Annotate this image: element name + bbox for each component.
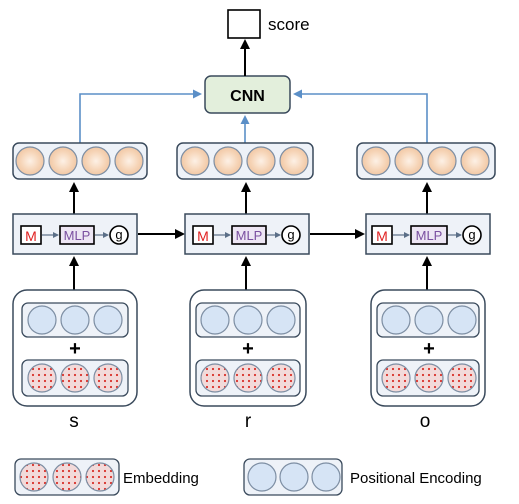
embedding-circle [93,363,123,393]
column-label: s [69,411,79,432]
legend-embedding-circle [85,462,115,492]
plus-sign: + [69,338,81,360]
embedding-circle [233,363,263,393]
m-label: M [376,228,388,244]
score-label: score [268,15,310,34]
legend-positional-circle [247,462,277,492]
embedding-circle [27,363,57,393]
column-label: o [420,411,431,432]
mlp-box [59,225,95,245]
column-o: M MLP g + o [356,142,496,432]
output-circle [394,146,424,176]
cnn-box [204,75,291,114]
left-to-cnn-arrow [79,89,202,143]
mlp-box [231,225,267,245]
legend-positional-label: Positional Encoding [350,470,482,487]
positional-circle [414,305,444,335]
m-box [371,225,393,245]
positional-circle [233,305,263,335]
legend-embedding-circle [52,462,82,492]
positional-circle [93,305,123,335]
g-circle [281,225,301,245]
plus-sign: + [423,338,435,360]
g-label: g [115,227,122,242]
g-circle [109,225,129,245]
legend-embedding-circle [19,462,49,492]
positional-circle [60,305,90,335]
m-box [192,225,214,245]
plus-sign: + [242,338,254,360]
output-vector-box [356,142,496,180]
mlp-label: MLP [236,228,263,243]
score-box [227,9,261,39]
mlp-box [410,225,448,245]
output-vector-box [12,142,148,180]
positional-circle [381,305,411,335]
output-vector-box [176,142,314,180]
legend-positional-circle [279,462,309,492]
cnn-label: CNN [230,88,265,105]
output-circle [81,146,111,176]
m-label: M [25,228,37,244]
right-to-cnn-arrow [293,89,428,143]
embedding-circle [60,363,90,393]
g-circle [462,225,482,245]
output-circle [48,146,78,176]
positional-circle [447,305,477,335]
positional-circle [27,305,57,335]
m-label: M [197,228,209,244]
positional-circle [200,305,230,335]
output-circle [15,146,45,176]
embedding-circle [447,363,477,393]
output-circle [213,146,243,176]
m-box [20,225,42,245]
g-label: g [468,227,475,242]
output-circle [361,146,391,176]
embedding-circle [414,363,444,393]
legend: Embedding Positional Encoding [14,458,482,496]
mlp-label: MLP [64,228,91,243]
output-circle [246,146,276,176]
legend-embedding-label: Embedding [123,470,199,487]
embedding-circle [200,363,230,393]
output-circle [460,146,490,176]
column-r: M MLP g + r [176,142,314,432]
legend-positional-circle [311,462,341,492]
embedding-circle [266,363,296,393]
column-label: r [245,411,252,432]
g-label: g [287,227,294,242]
output-circle [279,146,309,176]
embedding-circle [381,363,411,393]
column-s: M MLP g + s [12,142,148,432]
output-circle [114,146,144,176]
output-circle [427,146,457,176]
positional-circle [266,305,296,335]
mlp-label: MLP [416,228,443,243]
output-circle [180,146,210,176]
